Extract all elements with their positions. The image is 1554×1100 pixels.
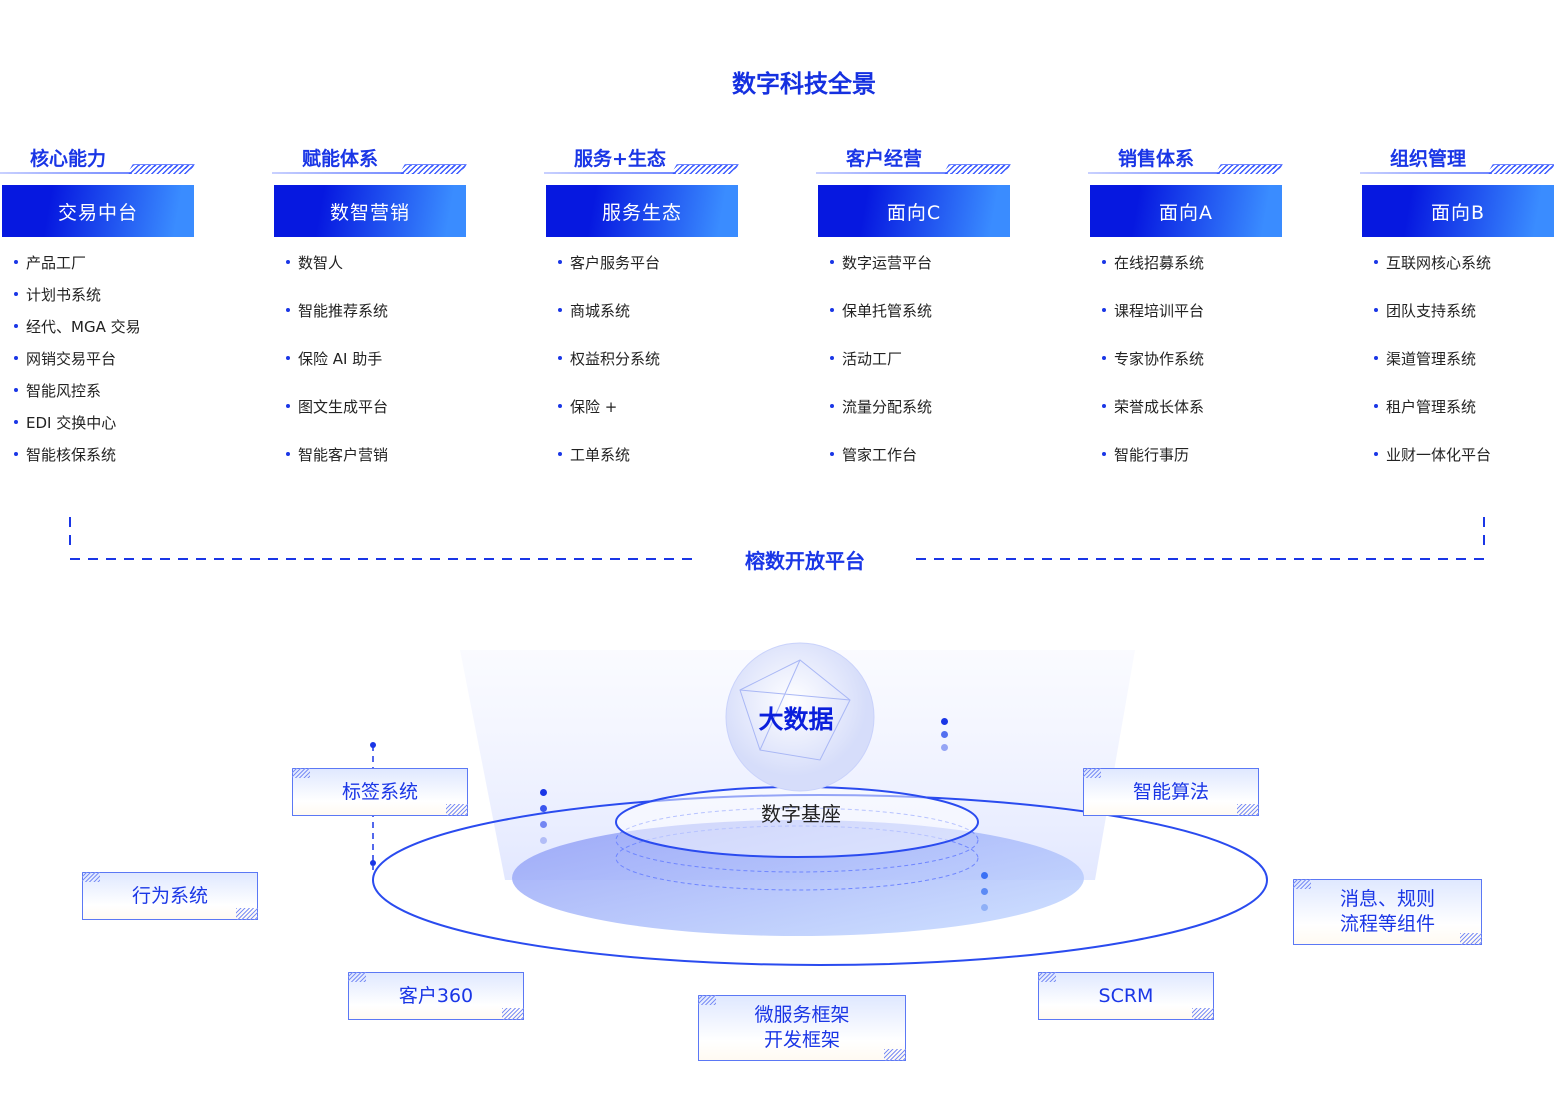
module-tag-system: 标签系统 — [292, 768, 468, 816]
header-underline — [544, 172, 676, 174]
header-underline — [1360, 172, 1492, 174]
column-items: 客户服务平台商城系统权益积分系统保险 +工单系统 — [558, 252, 660, 492]
list-item: 权益积分系统 — [558, 348, 660, 396]
header-underline — [0, 172, 132, 174]
decor-dot — [981, 872, 988, 879]
list-item: 保险 AI 助手 — [286, 348, 388, 396]
module-customer-360: 客户360 — [348, 972, 524, 1020]
header-underline — [1088, 172, 1220, 174]
list-item: 客户服务平台 — [558, 252, 660, 300]
list-item: 互联网核心系统 — [1374, 252, 1491, 300]
list-item: 商城系统 — [558, 300, 660, 348]
decor-dot — [941, 731, 948, 738]
list-item: 管家工作台 — [830, 444, 932, 492]
column-card: 服务生态 — [546, 185, 738, 237]
page-title: 数字科技全景 — [732, 70, 876, 98]
column-card: 面向C — [818, 185, 1010, 237]
column-1: 赋能体系 数智营销数智人智能推荐系统保险 AI 助手图文生成平台智能客户营销 — [272, 140, 467, 464]
list-item: 团队支持系统 — [1374, 300, 1491, 348]
module-smart-algorithm: 智能算法 — [1083, 768, 1259, 816]
column-header: 组织管理 — [1360, 140, 1554, 176]
column-card: 交易中台 — [2, 185, 194, 237]
sphere-label: 大数据 — [758, 705, 834, 734]
decor-dot — [941, 744, 948, 751]
decor-dot — [540, 789, 547, 796]
list-item: 智能行事历 — [1102, 444, 1204, 492]
list-item: 在线招募系统 — [1102, 252, 1204, 300]
list-item: 业财一体化平台 — [1374, 444, 1491, 492]
list-item: 智能客户营销 — [286, 444, 388, 492]
column-header: 核心能力 — [0, 140, 195, 176]
column-items: 互联网核心系统团队支持系统渠道管理系统租户管理系统业财一体化平台 — [1374, 252, 1491, 492]
header-underline — [816, 172, 948, 174]
column-header-label: 服务+生态 — [574, 148, 666, 170]
column-header: 服务+生态 — [544, 140, 739, 176]
decor-dot — [941, 718, 948, 725]
list-item: 租户管理系统 — [1374, 396, 1491, 444]
module-message-rules: 消息、规则 流程等组件 — [1293, 879, 1482, 945]
column-header: 客户经营 — [816, 140, 1011, 176]
list-item: 智能核保系统 — [14, 444, 141, 476]
list-item: 渠道管理系统 — [1374, 348, 1491, 396]
decor-dot — [540, 837, 547, 844]
list-item: 数字运营平台 — [830, 252, 932, 300]
list-item: 专家协作系统 — [1102, 348, 1204, 396]
decor-dot — [540, 805, 547, 812]
list-item: 智能风控系 — [14, 380, 141, 412]
list-item: 活动工厂 — [830, 348, 932, 396]
list-item: 流量分配系统 — [830, 396, 932, 444]
column-card: 面向B — [1362, 185, 1554, 237]
column-2: 服务+生态 服务生态客户服务平台商城系统权益积分系统保险 +工单系统 — [544, 140, 739, 464]
decor-dot — [540, 821, 547, 828]
column-header-label: 核心能力 — [30, 148, 107, 170]
list-item: 荣誉成长体系 — [1102, 396, 1204, 444]
column-header-label: 组织管理 — [1390, 148, 1467, 170]
list-item: 保险 + — [558, 396, 660, 444]
column-header: 销售体系 — [1088, 140, 1283, 176]
list-item: 工单系统 — [558, 444, 660, 492]
module-microservice: 微服务框架 开发框架 — [698, 995, 906, 1061]
decor-dot — [981, 904, 988, 911]
module-behavior-system: 行为系统 — [82, 872, 258, 920]
list-item: EDI 交换中心 — [14, 412, 141, 444]
column-header-label: 销售体系 — [1118, 148, 1195, 170]
decor-dot — [981, 888, 988, 895]
column-card: 面向A — [1090, 185, 1282, 237]
list-item: 产品工厂 — [14, 252, 141, 284]
list-item: 经代、MGA 交易 — [14, 316, 141, 348]
platform-label: 榕数开放平台 — [700, 545, 910, 574]
column-items: 数智人智能推荐系统保险 AI 助手图文生成平台智能客户营销 — [286, 252, 388, 492]
column-header: 赋能体系 — [272, 140, 467, 176]
list-item: 数智人 — [286, 252, 388, 300]
base-label: 数字基座 — [761, 802, 841, 826]
column-items: 在线招募系统课程培训平台专家协作系统荣誉成长体系智能行事历 — [1102, 252, 1204, 492]
list-item: 网销交易平台 — [14, 348, 141, 380]
list-item: 保单托管系统 — [830, 300, 932, 348]
column-items: 数字运营平台保单托管系统活动工厂流量分配系统管家工作台 — [830, 252, 932, 492]
list-item: 课程培训平台 — [1102, 300, 1204, 348]
column-header-label: 客户经营 — [846, 148, 923, 170]
column-header-label: 赋能体系 — [302, 148, 379, 170]
header-underline — [272, 172, 404, 174]
list-item: 图文生成平台 — [286, 396, 388, 444]
list-item: 计划书系统 — [14, 284, 141, 316]
module-scrm: SCRM — [1038, 972, 1214, 1020]
list-item: 智能推荐系统 — [286, 300, 388, 348]
column-card: 数智营销 — [274, 185, 466, 237]
